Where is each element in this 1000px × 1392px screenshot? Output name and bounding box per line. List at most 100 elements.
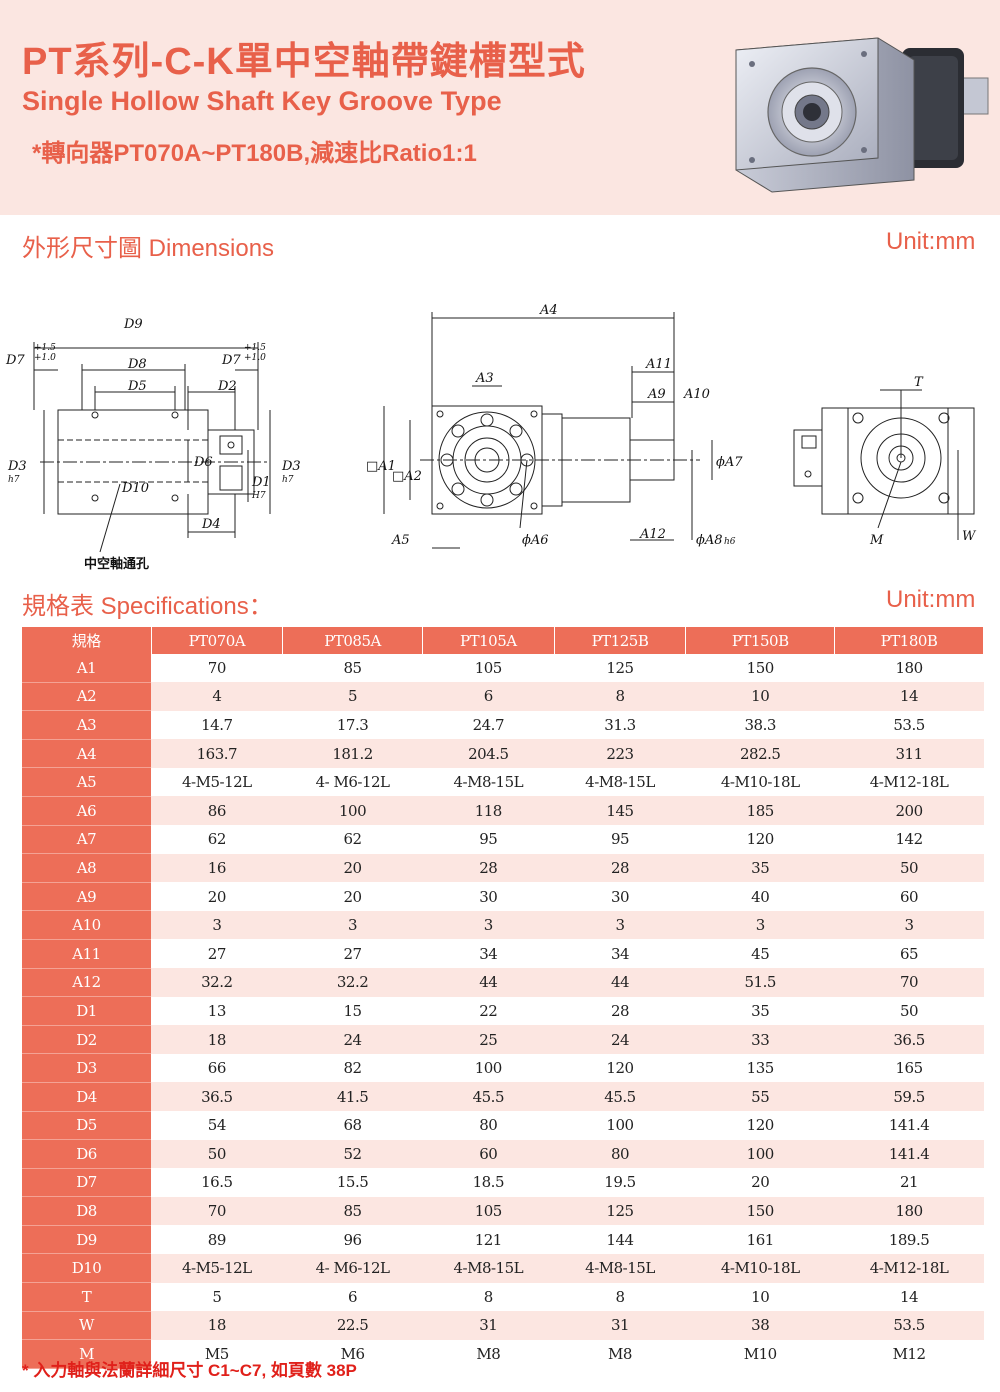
table-cell: 5 (151, 1282, 283, 1312)
row-label: D5 (22, 1111, 151, 1141)
table-cell: 3 (422, 910, 555, 940)
table-cell: 18.5 (422, 1168, 555, 1197)
table-cell: 180 (834, 1196, 984, 1226)
label-d7-tol-upper: +1.5 (34, 343, 56, 353)
table-cell: 45.5 (554, 1082, 686, 1111)
row-label: A4 (22, 739, 151, 769)
table-cell: 50 (151, 1139, 283, 1169)
table-cell: 59.5 (834, 1082, 984, 1111)
table-cell: 20 (282, 853, 423, 883)
end-view-drawing (793, 389, 975, 540)
label-d3-tol-left: h7 (8, 475, 20, 485)
table-cell: M6 (282, 1339, 423, 1369)
specs-title: 規格表 Specifications： (22, 593, 273, 620)
table-cell: 32.2 (151, 968, 283, 997)
table-cell: 52 (282, 1139, 423, 1169)
row-label: D9 (22, 1225, 151, 1255)
table-cell: 3 (151, 910, 283, 940)
table-cell: 31 (554, 1311, 686, 1340)
table-cell: 141.4 (834, 1111, 984, 1140)
table-cell: 125 (554, 1196, 686, 1226)
table-cell: M12 (834, 1339, 984, 1369)
table-cell: 100 (685, 1139, 835, 1169)
page-subtitle: Single Hollow Shaft Key Groove Type (22, 86, 502, 116)
table-cell: 66 (151, 1053, 283, 1083)
table-cell: 50 (834, 996, 984, 1026)
table-cell: 145 (554, 796, 686, 826)
table-cell: 142 (834, 825, 984, 854)
table-cell: 200 (834, 796, 984, 826)
row-label: A2 (22, 682, 151, 712)
table-cell: M8 (554, 1339, 686, 1369)
table-cell: 17.3 (282, 710, 423, 740)
label-a9: A9 (647, 387, 666, 402)
label-a7: ϕA7 (716, 455, 743, 470)
table-cell: 70 (834, 968, 984, 997)
row-label: A5 (22, 767, 151, 797)
table-cell: 30 (554, 882, 686, 911)
table-cell: 24 (282, 1025, 423, 1054)
table-cell: 21 (834, 1168, 984, 1197)
label-a8-tol: h6 (724, 537, 736, 547)
table-cell: 189.5 (834, 1225, 984, 1254)
table-cell: 3 (834, 910, 984, 940)
table-cell: 19.5 (554, 1168, 686, 1197)
header-cell-model: PT180B (834, 627, 984, 654)
row-label: D8 (22, 1196, 151, 1226)
table-cell: 3 (554, 910, 686, 940)
table-cell: 31 (422, 1311, 555, 1340)
table-cell: 161 (685, 1225, 835, 1254)
table-cell: 45 (685, 939, 835, 969)
table-cell: 4-M5-12L (151, 1253, 283, 1283)
table-cell: 135 (685, 1053, 835, 1083)
table-cell: 8 (554, 682, 686, 711)
table-cell: 38.3 (685, 710, 835, 740)
table-cell: 22.5 (282, 1311, 423, 1340)
row-label: D1 (22, 996, 151, 1026)
table-cell: 121 (422, 1225, 555, 1254)
table-cell: 85 (282, 1196, 423, 1226)
label-a8: ϕA8 (696, 533, 723, 548)
specs-unit: Unit:mm (886, 586, 976, 613)
header-cell-model: PT085A (282, 627, 423, 654)
table-cell: 44 (554, 968, 686, 997)
table-cell: 28 (554, 996, 686, 1026)
table-cell: 53.5 (834, 1311, 984, 1340)
label-d7-left: D7 (5, 353, 25, 368)
table-cell: 150 (685, 1196, 835, 1226)
table-cell: 86 (151, 796, 283, 826)
table-cell: 24.7 (422, 710, 555, 740)
table-cell: 4-M5-12L (151, 767, 283, 797)
table-cell: 36.5 (834, 1025, 984, 1054)
row-label: T (22, 1282, 151, 1312)
table-cell: 204.5 (422, 739, 555, 768)
label-d7-tol-lower-b: +1.0 (244, 353, 266, 363)
table-cell: 62 (282, 825, 423, 854)
label-d7-tol-lower: +1.0 (34, 353, 56, 363)
table-cell: 60 (834, 882, 984, 911)
table-cell: 55 (685, 1082, 835, 1111)
drawing-labels: D9 D8 D7 +1.5 +1.0 D7 +1.5 +1.0 D5 D2 D3… (5, 303, 977, 572)
table-cell: 13 (151, 996, 283, 1026)
label-d1-tol: H7 (251, 491, 266, 501)
row-label: A9 (22, 882, 151, 912)
table-cell: 28 (422, 853, 555, 883)
table-cell: 44 (422, 968, 555, 997)
row-label: A1 (22, 654, 151, 683)
header-band: PT系列-C-K單中空軸帶鍵槽型式 Single Hollow Shaft Ke… (0, 0, 1000, 215)
table-cell: 141.4 (834, 1139, 984, 1169)
dimension-drawings: D9 D8 D7 +1.5 +1.0 D7 +1.5 +1.0 D5 D2 D3… (0, 290, 1000, 580)
table-cell: 8 (422, 1282, 555, 1312)
